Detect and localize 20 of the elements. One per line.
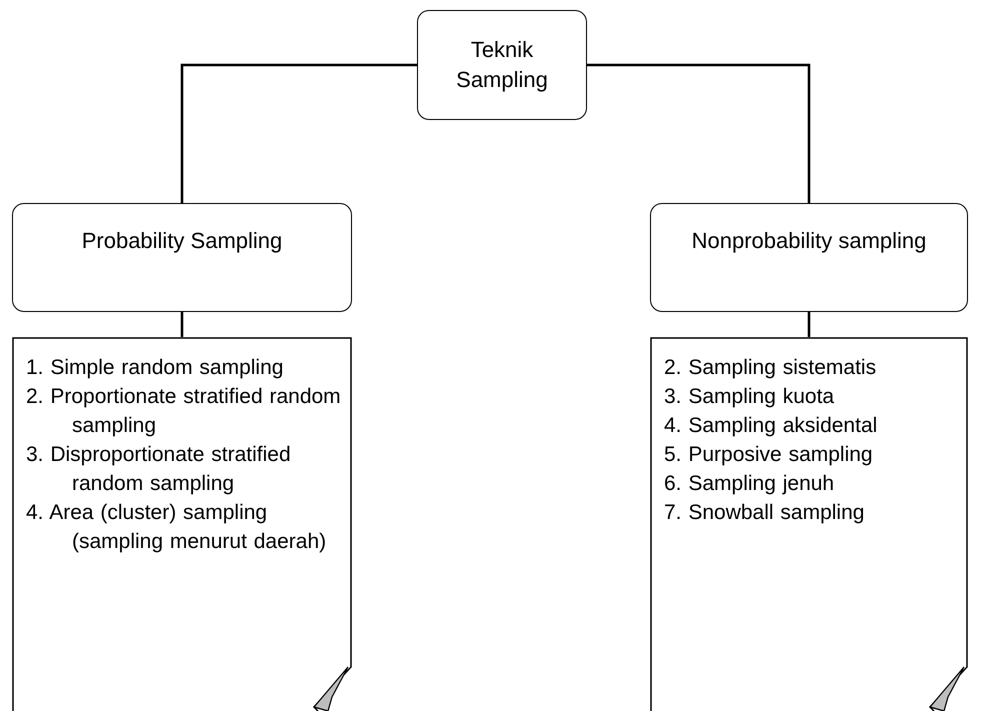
box-label: Probability Sampling bbox=[82, 227, 282, 255]
list-item: 4. Area (cluster) sampling (sampling menurut daerah) bbox=[26, 500, 328, 555]
connector-line bbox=[180, 312, 184, 337]
list-item: 2. Sampling sistematis bbox=[664, 355, 878, 381]
list-item: 4. Sampling aksidental bbox=[664, 413, 878, 439]
root-box bbox=[417, 10, 587, 120]
connector-line bbox=[180, 64, 417, 203]
category-box bbox=[650, 203, 968, 312]
list-item: 3. Sampling kuota bbox=[664, 384, 836, 410]
list-item: 6. Sampling jenuh bbox=[664, 471, 836, 497]
box-label: Nonprobability sampling bbox=[692, 227, 926, 255]
list-item: 3. Disproportionate stratified random sampling bbox=[26, 442, 292, 497]
list-item: 5. Purposive sampling bbox=[664, 442, 874, 468]
list-item: 7. Snowball sampling bbox=[664, 500, 866, 526]
connector-line bbox=[587, 64, 810, 203]
list-item: 2. Proportionate stratified random sampling bbox=[26, 384, 342, 439]
category-box bbox=[12, 203, 352, 312]
box-label: Teknik Sampling bbox=[455, 36, 549, 94]
connector-line bbox=[808, 312, 810, 337]
list-item: 1. Simple random sampling bbox=[26, 355, 284, 381]
